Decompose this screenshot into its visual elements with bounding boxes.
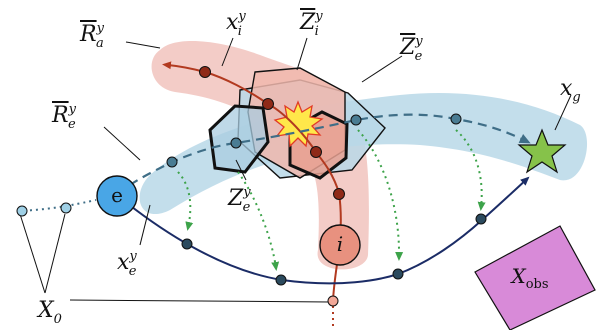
agent-node-label: i [336, 232, 344, 256]
label-x-g: xg [560, 76, 581, 105]
reset-arrow-4 [455, 129, 486, 211]
reset-arrow-2 [237, 171, 280, 271]
agent-node [319, 224, 361, 266]
label-leader-lines [19, 37, 572, 303]
ego-past-trajectory [17, 199, 97, 212]
reset-arrow-3 [357, 129, 404, 261]
obstacle-label: Xobs [511, 264, 549, 292]
trajectory-points [16, 66, 487, 307]
label-z-e: Zye [228, 185, 251, 215]
ego-reachable-region [139, 93, 588, 215]
label-r-e: Rye [52, 102, 76, 132]
label-x-0: X0 [38, 298, 62, 327]
label-r-a: Rya [80, 21, 104, 51]
obstacle [474, 225, 596, 330]
label-z-e-bar: Zye [400, 34, 423, 64]
ego-node [96, 175, 138, 217]
label-x-e: xye [117, 249, 137, 279]
goal-star-icon [517, 128, 567, 174]
label-z-i-bar: Zyi [300, 9, 323, 39]
label-x-i: xyi [226, 9, 246, 39]
ego-node-label: e [111, 183, 123, 207]
